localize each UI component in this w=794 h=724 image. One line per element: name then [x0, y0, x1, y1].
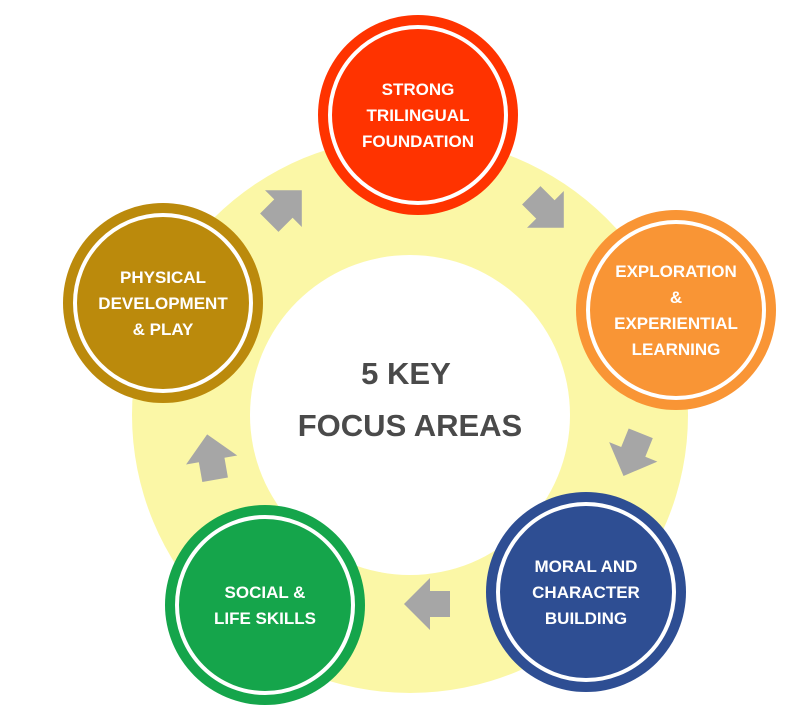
focus-area-1: STRONG TRILINGUAL FOUNDATION — [318, 15, 518, 215]
focus-area-label: PHYSICAL DEVELOPMENT & PLAY — [98, 268, 228, 339]
focus-area-label-line: & PLAY — [133, 320, 194, 339]
center-disc — [250, 255, 570, 575]
focus-area-circle — [318, 15, 518, 215]
focus-area-circle — [165, 505, 365, 705]
center-title-line-1: 5 KEY — [361, 356, 451, 391]
focus-area-inner-ring — [328, 25, 508, 205]
focus-area-label: SOCIAL & LIFE SKILLS — [214, 583, 316, 628]
focus-area-label-line: EXPERIENTIAL — [614, 314, 738, 333]
focus-area-label-line: FOUNDATION — [362, 132, 474, 151]
focus-area-label-line: CHARACTER — [532, 583, 640, 602]
focus-area-circle — [63, 203, 263, 403]
focus-area-label-line: DEVELOPMENT — [98, 294, 228, 313]
focus-area-5: PHYSICAL DEVELOPMENT & PLAY — [63, 203, 263, 403]
arrow-5 — [260, 190, 302, 232]
arrow-2 — [609, 428, 658, 476]
focus-area-label-line: LEARNING — [632, 340, 721, 359]
arrow-3 — [404, 578, 450, 630]
cycle-arrows — [186, 186, 658, 630]
arrow-4 — [186, 434, 238, 482]
focus-area-circle — [486, 492, 686, 692]
focus-area-3: MORAL AND CHARACTER BUILDING — [486, 492, 686, 692]
focus-area-inner-ring — [73, 213, 253, 393]
focus-area-label-line: PHYSICAL — [120, 268, 206, 287]
focus-area-label-line: LIFE SKILLS — [214, 609, 316, 628]
focus-area-label-line: STRONG — [382, 80, 455, 99]
focus-area-label: MORAL AND CHARACTER BUILDING — [532, 557, 640, 628]
focus-area-label-line: EXPLORATION — [615, 262, 737, 281]
focus-area-label-line: SOCIAL & — [225, 583, 306, 602]
focus-area-inner-ring — [496, 502, 676, 682]
focus-area-label-line: MORAL AND — [535, 557, 638, 576]
focus-area-label: EXPLORATION & EXPERIENTIAL LEARNING — [614, 262, 738, 359]
focus-area-label: STRONG TRILINGUAL FOUNDATION — [362, 80, 474, 151]
focus-area-label-line: BUILDING — [545, 609, 627, 628]
focus-area-2: EXPLORATION & EXPERIENTIAL LEARNING — [576, 210, 776, 410]
focus-area-inner-ring — [586, 220, 766, 400]
focus-area-label-line: TRILINGUAL — [367, 106, 470, 125]
center-title: 5 KEY FOCUS AREAS — [298, 356, 522, 443]
focus-area-inner-ring — [175, 515, 355, 695]
focus-area-circle — [576, 210, 776, 410]
center-title-line-2: FOCUS AREAS — [298, 408, 522, 443]
focus-area-label-line: & — [670, 288, 682, 307]
arrow-1 — [522, 186, 564, 228]
focus-area-4: SOCIAL & LIFE SKILLS — [165, 505, 365, 705]
